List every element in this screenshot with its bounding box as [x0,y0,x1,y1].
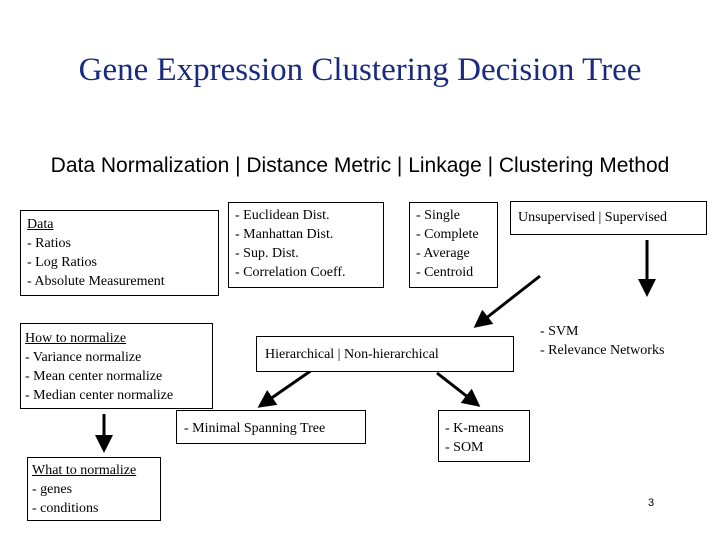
data-box: Data - Ratios - Log Ratios - Absolute Me… [20,210,219,296]
data-box-item: - Log Ratios [27,255,97,270]
method-label: Unsupervised | Supervised [518,210,668,225]
distance-item: - Euclidean Dist. [235,208,330,223]
supervised-item: - Relevance Networks [540,343,665,358]
arrow-hierarchical-to-kmeans [436,371,481,407]
data-box-heading: Data [27,217,54,232]
data-box-item: - Ratios [27,236,71,251]
page-number: 3 [648,497,655,509]
hierarchical-label: Hierarchical | Non-hierarchical [265,347,439,362]
how-to-normalize-item: - Median center normalize [25,388,174,403]
how-to-normalize-heading: How to normalize [25,331,127,346]
how-to-normalize-item: - Variance normalize [25,350,142,365]
linkage-item: - Single [416,208,460,223]
distance-item: - Manhattan Dist. [235,227,334,242]
how-to-normalize-item: - Mean center normalize [25,369,163,384]
data-box-item: - Absolute Measurement [27,274,165,289]
what-to-normalize-item: - genes [32,482,73,497]
kmeans-item: - K-means [445,421,504,436]
mst-label: - Minimal Spanning Tree [184,421,326,436]
distance-item: - Sup. Dist. [235,246,299,261]
hierarchical-box: Hierarchical | Non-hierarchical [256,336,514,372]
distance-item: - Correlation Coeff. [235,265,346,280]
linkage-box: - Single - Complete - Average - Centroid [409,202,498,288]
supervised-item: - SVM [540,324,579,339]
linkage-item: - Complete [416,227,479,242]
what-to-normalize-heading: What to normalize [32,463,137,478]
slide-title: Gene Expression Clustering Decision Tree [78,52,642,88]
supervised-methods: - SVM - Relevance Networks [540,322,664,360]
how-to-normalize-box: How to normalize - Variance normalize - … [20,323,213,409]
what-to-normalize-item: - conditions [32,501,99,516]
arrow-hierarchical-to-mst [257,368,313,408]
kmeans-box: - K-means - SOM [438,410,530,462]
what-to-normalize-box: What to normalize - genes - conditions [27,457,161,521]
linkage-item: - Centroid [416,265,474,280]
linkage-item: - Average [416,246,470,261]
distance-box: - Euclidean Dist. - Manhattan Dist. - Su… [228,202,384,288]
mst-box: - Minimal Spanning Tree [176,410,366,444]
method-box: Unsupervised | Supervised [510,201,707,235]
kmeans-item: - SOM [445,440,484,455]
arrow-method-to-hierarchical [473,274,541,328]
slide-subtitle: Data Normalization | Distance Metric | L… [50,154,670,177]
